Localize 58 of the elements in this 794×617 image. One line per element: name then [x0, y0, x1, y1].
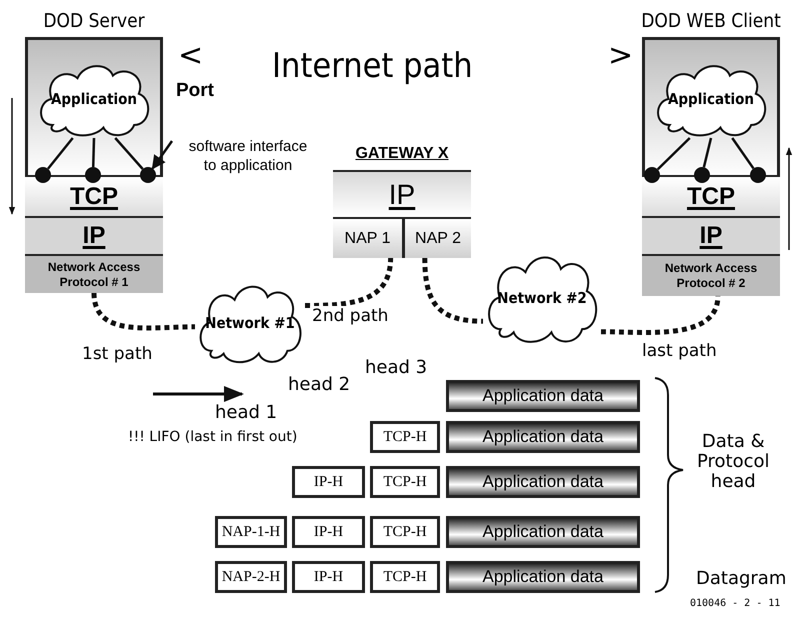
connector-line [731, 137, 754, 170]
protocol-layer: IP [25, 216, 163, 254]
application-data-field: Application data [446, 380, 640, 412]
cloud-label: Network #1 [204, 312, 296, 334]
connector-line [47, 137, 74, 170]
port-dot [694, 167, 710, 183]
application-data-field: Application data [446, 561, 640, 593]
connector-line [114, 137, 144, 170]
connector-line [92, 138, 96, 168]
stack-heading: DOD Server [42, 9, 146, 34]
port-dot [644, 167, 660, 183]
protocol-layer: NAP 2 [405, 217, 471, 258]
port-description: software interface to application [188, 138, 308, 176]
figure-number: 010046 - 2 - 11 [690, 598, 780, 609]
header-note: head 2 [288, 374, 350, 395]
protocol-layer: TCP [642, 175, 780, 216]
port-dot [35, 167, 51, 183]
datagram-label: Datagram [696, 568, 786, 589]
protocol-header-field: TCP-H [370, 466, 440, 498]
path-heading: Internet path [272, 46, 473, 86]
connector-line [656, 137, 691, 170]
bracket-sign: > [608, 38, 634, 73]
protocol-layer: TCP [25, 175, 163, 216]
protocol-header-field: IP-H [292, 516, 365, 548]
protocol-header-field: IP-H [292, 561, 365, 593]
lifo-note: !!! LIFO (last in first out) [128, 429, 298, 445]
dotted-path [422, 258, 484, 324]
protocol-layer: Network Access Protocol # 2 [642, 254, 780, 296]
arrow [152, 140, 174, 170]
bracket-sign: < [178, 38, 204, 73]
protocol-header-field: NAP-1-H [215, 516, 287, 548]
cloud-label: Application [50, 89, 138, 110]
protocol-header-field: TCP-H [370, 561, 440, 593]
connector-line [702, 138, 712, 168]
application-data-field: Application data [446, 421, 640, 453]
protocol-header-field: IP-H [292, 466, 365, 498]
protocol-header-field: NAP-2-H [215, 561, 287, 593]
header-note: head 3 [365, 357, 428, 378]
cloud-label: Network #2 [496, 288, 588, 308]
cloud-label: Application [666, 89, 756, 110]
header-note: head 1 [215, 402, 278, 423]
protocol-header-field: TCP-H [370, 516, 440, 548]
application-data-field: Application data [446, 466, 640, 498]
brace-label: Data & Protocol head [697, 432, 770, 492]
protocol-layer: IP [642, 216, 780, 254]
application-data-field: Application data [446, 516, 640, 548]
port-dot [85, 167, 101, 183]
stack-heading: DOD WEB Client [642, 9, 780, 34]
dotted-path [92, 292, 196, 330]
port-label: Port [176, 80, 214, 102]
protocol-layer: Network Access Protocol # 1 [25, 254, 163, 293]
protocol-layer: IP [333, 170, 471, 217]
dotted-path [600, 296, 720, 335]
dotted-path [304, 258, 394, 308]
protocol-layer: NAP 1 [333, 217, 405, 258]
gateway-heading: GATEWAY X [354, 144, 450, 164]
protocol-header-field: TCP-H [370, 421, 440, 453]
port-dot [750, 167, 766, 183]
